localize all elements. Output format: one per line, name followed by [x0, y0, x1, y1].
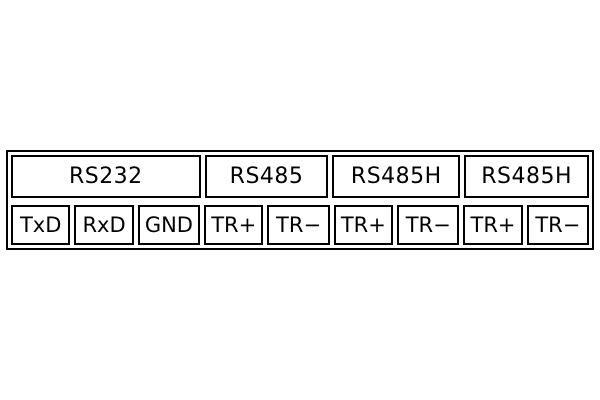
pin-rs485h1-tr-plus: TR+: [333, 205, 394, 245]
group-rs485h-1: RS485H: [332, 155, 461, 198]
group-rs485h-2: RS485H: [464, 155, 589, 198]
pin-rxd: RxD: [74, 205, 134, 245]
pin-rs485-tr-minus: TR−: [267, 205, 330, 245]
pin-label-row: TxD RxD GND TR+ TR− TR+ TR− TR+ TR−: [11, 205, 589, 245]
pin-rs485-tr-plus: TR+: [204, 205, 264, 245]
pin-txd: TxD: [11, 205, 71, 245]
terminal-block-diagram: RS232 RS485 RS485H RS485H TxD RxD GND TR…: [6, 150, 594, 250]
pin-rs485h2-tr-plus: TR+: [463, 205, 523, 245]
pin-rs485h1-tr-minus: TR−: [397, 205, 460, 245]
pin-rs485h2-tr-minus: TR−: [526, 205, 589, 245]
group-rs485: RS485: [204, 155, 329, 198]
interface-group-row: RS232 RS485 RS485H RS485H: [11, 155, 589, 198]
pin-gnd: GND: [137, 205, 201, 245]
group-rs232: RS232: [11, 155, 201, 198]
